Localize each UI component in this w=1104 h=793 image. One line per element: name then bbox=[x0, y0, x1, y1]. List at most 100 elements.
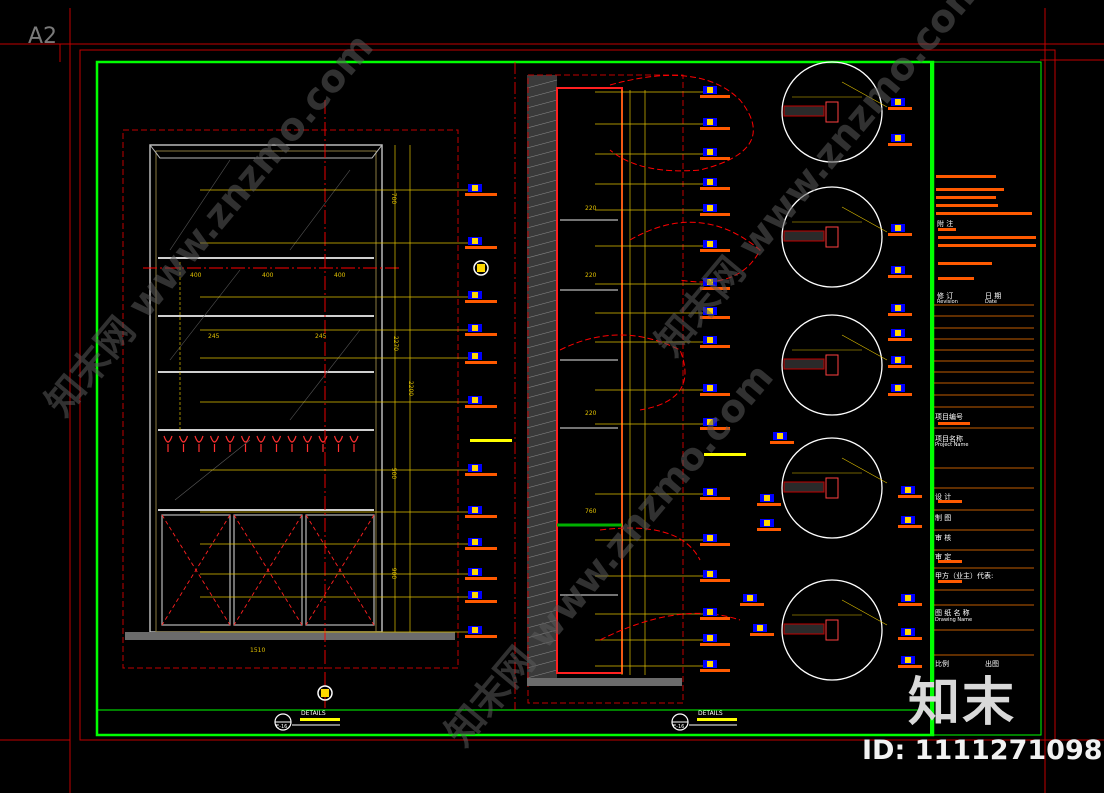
annotation-tag bbox=[700, 418, 730, 430]
detail-circle bbox=[781, 314, 888, 416]
left-view-title: DETAILS bbox=[301, 710, 326, 717]
titleblock-lines bbox=[934, 175, 1036, 656]
wine-glass bbox=[209, 435, 220, 452]
dim-seg-a: 700 bbox=[390, 192, 398, 205]
detail-circle bbox=[781, 186, 888, 288]
left-elevation bbox=[122, 100, 512, 710]
tb-project-name: 项目名称 bbox=[935, 435, 963, 443]
annotation-tag bbox=[898, 594, 922, 606]
wine-glass bbox=[302, 435, 313, 452]
annotation-tag bbox=[700, 307, 730, 319]
annotation-tag bbox=[888, 304, 912, 316]
watermark-id: ID: 1111271098 bbox=[862, 735, 1103, 766]
annotation-tag bbox=[465, 324, 497, 336]
section-marker-left bbox=[317, 260, 489, 701]
annotation-tag bbox=[750, 624, 774, 636]
dim-height-upper: 2270 bbox=[392, 335, 400, 352]
tb-approve: 审 定 bbox=[935, 553, 952, 561]
tb-drawing-name: 图 纸 名 称 bbox=[935, 609, 970, 617]
dim-shelf-a: 400 bbox=[190, 272, 202, 279]
annotation-tag bbox=[700, 148, 730, 160]
annotation-tag bbox=[757, 519, 781, 531]
tb-project-no: 项目编号 bbox=[935, 413, 963, 421]
tb-owner-rep: 甲方（业主）代表: bbox=[935, 572, 994, 580]
tb-general-note: 附 注 bbox=[937, 220, 954, 228]
tb-sheet-no: 出图 bbox=[985, 660, 999, 668]
wine-glass bbox=[256, 435, 266, 452]
wine-glass bbox=[178, 435, 189, 452]
tb-drawing-name-sub: Drawing Name bbox=[935, 617, 973, 623]
annotation-tag bbox=[465, 506, 497, 518]
detail-circle bbox=[781, 437, 888, 539]
annotation-tag bbox=[700, 278, 730, 290]
annotation-tag bbox=[700, 608, 730, 620]
tb-date: 日 期 bbox=[985, 292, 1002, 300]
left-view-number: E-16 bbox=[276, 724, 288, 730]
annotation-tag bbox=[465, 184, 497, 196]
annotation-tag bbox=[700, 384, 730, 396]
annotation-tag bbox=[700, 118, 730, 130]
annotation-tag bbox=[465, 237, 497, 249]
annotation-tag bbox=[898, 516, 922, 528]
tb-revision: 修 订 bbox=[937, 292, 954, 300]
annotation-tag bbox=[757, 494, 781, 506]
dim-shelf-c: 400 bbox=[334, 272, 346, 279]
annotation-tag bbox=[888, 384, 912, 396]
annotation-tag bbox=[700, 534, 730, 546]
annotation-tag bbox=[898, 656, 922, 668]
dim-r2: 220 bbox=[585, 272, 597, 279]
annotation-tag bbox=[888, 329, 912, 341]
titleblock-frame bbox=[930, 61, 1042, 736]
annotation-tag bbox=[888, 224, 912, 236]
annotation-tag bbox=[888, 134, 912, 146]
annotation-tag bbox=[700, 336, 730, 348]
view-title-right bbox=[671, 713, 737, 731]
tb-design: 设 计 bbox=[935, 493, 952, 501]
annotation-tag bbox=[770, 432, 794, 444]
watermark-logo: 知末 bbox=[908, 673, 1017, 733]
dim-r3: 220 bbox=[585, 410, 597, 417]
annotation-tag bbox=[700, 570, 730, 582]
sheet-size-label: A2 bbox=[28, 24, 58, 49]
dim-shelf-d: 245 bbox=[208, 333, 220, 340]
annotation-tag bbox=[465, 568, 497, 580]
wine-glass bbox=[225, 435, 235, 452]
wine-glass bbox=[287, 435, 297, 452]
dim-shelf-b: 400 bbox=[262, 272, 274, 279]
wine-glass bbox=[194, 435, 204, 452]
dim-seg-b: 500 bbox=[390, 467, 398, 480]
right-view-title: DETAILS bbox=[698, 710, 723, 717]
tb-drawing: 制 图 bbox=[935, 514, 952, 522]
dim-overall-width: 1510 bbox=[250, 647, 266, 654]
right-view-number: E-16 bbox=[673, 724, 685, 730]
detail-circles bbox=[781, 61, 888, 681]
view-title-left bbox=[274, 713, 340, 731]
tb-scale: 比例 bbox=[935, 660, 949, 668]
annotation-tag bbox=[465, 352, 497, 364]
wine-glass bbox=[240, 435, 251, 452]
tb-revision-sub: Revision bbox=[937, 299, 958, 305]
annotation-tag bbox=[465, 464, 497, 476]
annotation-tag bbox=[465, 291, 497, 303]
annotation-tag bbox=[700, 634, 730, 646]
wine-glass bbox=[349, 435, 359, 452]
dim-shelf-e: 245 bbox=[315, 333, 327, 340]
dim-r1: 220 bbox=[585, 205, 597, 212]
annotation-tag bbox=[888, 266, 912, 278]
annotation-tag bbox=[465, 591, 497, 603]
annotation-tags bbox=[465, 86, 922, 672]
wine-glass bbox=[271, 435, 282, 452]
wine-glass bbox=[333, 435, 344, 452]
annotation-tag bbox=[700, 204, 730, 216]
annotation-tag bbox=[700, 178, 730, 190]
dim-seg-c: 900 bbox=[390, 567, 398, 580]
sheet-border bbox=[0, 8, 1104, 793]
annotation-tag bbox=[898, 486, 922, 498]
annotation-tag bbox=[700, 660, 730, 672]
tb-check: 审 核 bbox=[935, 534, 952, 542]
detail-circle bbox=[781, 579, 888, 681]
dim-height-total: 2200 bbox=[407, 380, 415, 397]
wine-glass bbox=[163, 435, 173, 452]
annotation-tag bbox=[740, 594, 764, 606]
